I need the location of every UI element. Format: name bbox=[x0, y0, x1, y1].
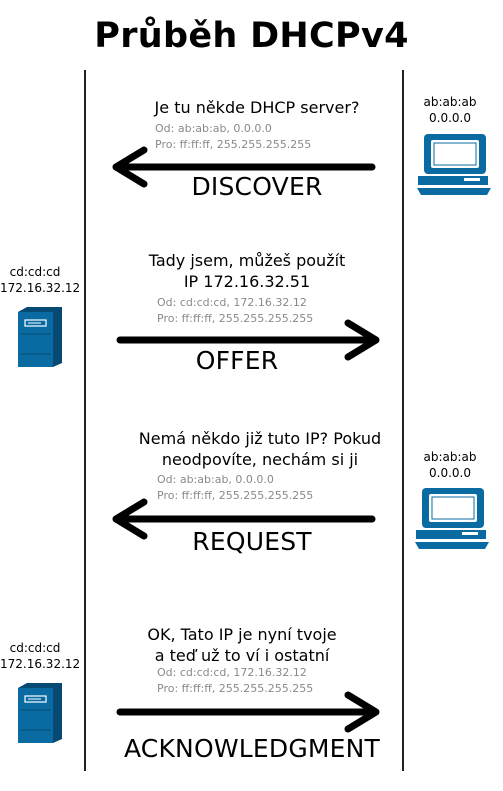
request-to: Pro: ff:ff:ff, 255.255.255.255 bbox=[157, 488, 314, 502]
server-mac-2: cd:cd:cd bbox=[9, 641, 61, 655]
request-label: REQUEST bbox=[192, 527, 312, 556]
request-addresses: Od: ab:ab:ab, 0.0.0.0 Pro: ff:ff:ff, 255… bbox=[157, 472, 313, 503]
server-ip-2: 172.16.32.12 bbox=[0, 657, 81, 671]
client-mac-2: ab:ab:ab bbox=[423, 450, 477, 464]
discover-from: Od: ab:ab:ab, 0.0.0.0 bbox=[155, 122, 272, 135]
client-node-label-2: ab:ab:ab 0.0.0.0 bbox=[412, 449, 488, 481]
server-node-label-1: cd:cd:cd 172.16.32.12 bbox=[0, 264, 81, 296]
client-computer-icon-2 bbox=[415, 488, 489, 549]
server-node-label-2: cd:cd:cd 172.16.32.12 bbox=[0, 640, 81, 672]
ack-message-line-1: OK, Tato IP je nyní tvoje bbox=[147, 625, 337, 644]
request-message-line-2: neodpovíte, nechám si ji bbox=[161, 450, 359, 469]
ack-from: Od: cd:cd:cd, 172.16.32.12 bbox=[157, 666, 307, 679]
server-icon-2 bbox=[18, 683, 62, 743]
client-mac: ab:ab:ab bbox=[423, 95, 477, 109]
diagram-title: Průběh DHCPv4 bbox=[94, 16, 409, 56]
client-ip: 0.0.0.0 bbox=[429, 111, 471, 125]
offer-to: Pro: ff:ff:ff, 255.255.255.255 bbox=[157, 311, 314, 325]
discover-message: Je tu někde DHCP server? bbox=[130, 97, 384, 118]
request-message-line-1: Nemá někdo již tuto IP? Pokud bbox=[138, 429, 382, 448]
request-from: Od: ab:ab:ab, 0.0.0.0 bbox=[157, 473, 274, 486]
discover-addresses: Od: ab:ab:ab, 0.0.0.0 Pro: ff:ff:ff, 255… bbox=[155, 121, 311, 152]
offer-message: Tady jsem, můžeš použít IP 172.16.32.51 bbox=[120, 250, 374, 292]
ack-label: ACKNOWLEDGMENT bbox=[123, 734, 381, 763]
ack-message-line-2: a teď už to ví i ostatní bbox=[154, 646, 330, 665]
discover-to: Pro: ff:ff:ff, 255.255.255.255 bbox=[155, 137, 312, 151]
offer-addresses: Od: cd:cd:cd, 172.16.32.12 Pro: ff:ff:ff… bbox=[157, 295, 313, 326]
server-ip: 172.16.32.12 bbox=[0, 281, 81, 295]
discover-message-line-1: Je tu někde DHCP server? bbox=[154, 98, 360, 117]
server-timeline bbox=[84, 70, 86, 771]
client-timeline bbox=[402, 70, 404, 771]
client-ip-2: 0.0.0.0 bbox=[429, 466, 471, 480]
discover-label: DISCOVER bbox=[191, 172, 323, 201]
offer-from: Od: cd:cd:cd, 172.16.32.12 bbox=[157, 296, 307, 309]
server-mac: cd:cd:cd bbox=[9, 265, 61, 279]
client-computer-icon bbox=[417, 134, 491, 195]
server-icon bbox=[18, 307, 62, 367]
request-message: Nemá někdo již tuto IP? Pokud neodpovíte… bbox=[130, 428, 390, 470]
offer-message-line-1: Tady jsem, můžeš použít bbox=[148, 251, 346, 270]
ack-addresses: Od: cd:cd:cd, 172.16.32.12 Pro: ff:ff:ff… bbox=[157, 665, 313, 696]
offer-message-line-2: IP 172.16.32.51 bbox=[183, 272, 311, 291]
ack-to: Pro: ff:ff:ff, 255.255.255.255 bbox=[157, 681, 314, 695]
ack-message: OK, Tato IP je nyní tvoje a teď už to ví… bbox=[112, 624, 372, 666]
client-node-label-1: ab:ab:ab 0.0.0.0 bbox=[412, 94, 488, 126]
offer-label: OFFER bbox=[195, 346, 279, 375]
